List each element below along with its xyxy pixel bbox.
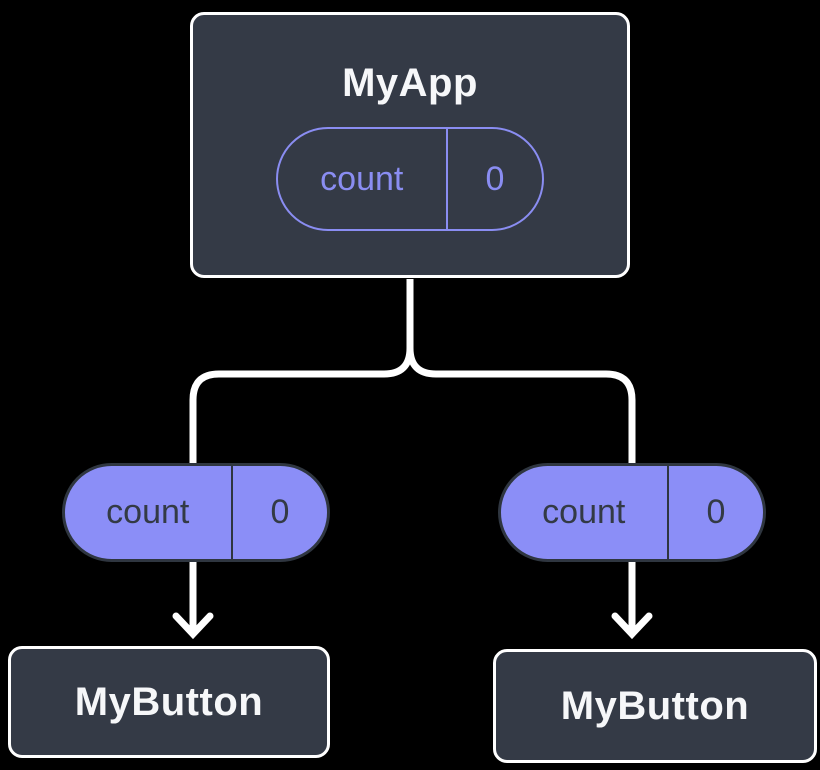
arrowhead-right-icon [611, 612, 653, 640]
prop-value-label: 0 [270, 493, 290, 531]
node-mybutton-title: MyButton [560, 684, 750, 728]
prop-key-label: count [542, 493, 626, 531]
pill-divider [445, 129, 448, 229]
prop-pill-right: count 0 [498, 463, 766, 562]
pill-divider [230, 466, 233, 559]
node-myapp-title: MyApp [342, 61, 478, 105]
prop-pill-left: count 0 [62, 463, 330, 562]
prop-key-label: count [106, 493, 190, 531]
node-myapp: MyApp count 0 [190, 12, 630, 278]
prop-value-label: 0 [706, 493, 726, 531]
edge-root-to-left [189, 279, 414, 632]
node-mybutton-right: MyButton [493, 649, 817, 763]
arrowhead-left-icon [172, 612, 214, 640]
state-value-label: 0 [485, 159, 505, 198]
node-mybutton-title: MyButton [74, 680, 264, 724]
state-pill-myapp: count 0 [276, 127, 544, 231]
node-mybutton-left: MyButton [8, 646, 330, 758]
pill-divider [666, 466, 669, 559]
edge-root-to-right [406, 279, 636, 632]
state-key-label: count [320, 159, 404, 198]
